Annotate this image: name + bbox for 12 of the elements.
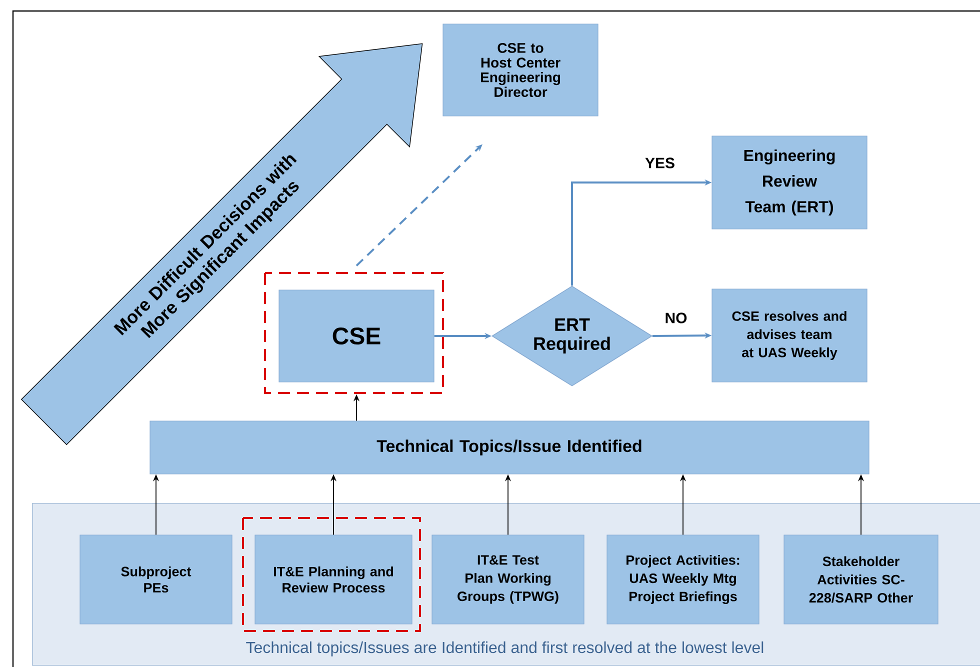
edge-label: YES [645,158,674,168]
process-box: Stakeholder Activities SC-228/SARP Other [784,534,938,624]
process-box: IT&E Planning and Review Process [254,534,412,624]
process-box: Technical Topics/Issue Identified [150,420,870,474]
process-box: CSE [278,290,434,382]
process-box: CSE resolves and advises team at UAS Weekly [712,288,868,382]
process-box: Subproject PEs [80,534,232,624]
process-box: IT&E Test Plan Working Groups (TPWG) [432,534,584,624]
edge-label: NO [666,312,687,324]
process-box: CSE to Host Center Engineering Director [442,24,598,116]
process-box: Project Activities: UAS Weekly Mtg Project Briefings [606,534,760,624]
process-box: Engineering Review Team (ERT) [712,136,868,230]
